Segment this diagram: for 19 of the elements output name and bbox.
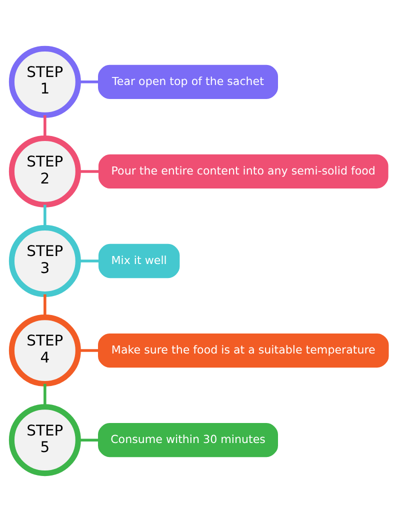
node-circle: STEP 4 xyxy=(8,314,81,387)
node-box: Consume within 30 minutes xyxy=(98,423,278,458)
node-circle: STEP 1 xyxy=(8,46,81,118)
node-circle: STEP 2 xyxy=(8,135,81,208)
node-box: Pour the entire content into any semi-solid food xyxy=(98,154,388,189)
connector xyxy=(78,260,99,262)
connector xyxy=(44,204,46,228)
node-circle: STEP 5 xyxy=(8,404,81,476)
connector xyxy=(78,170,99,173)
node-circle: STEP 3 xyxy=(8,225,81,297)
connector xyxy=(44,384,46,407)
connector xyxy=(78,438,98,442)
node-box: Mix it well xyxy=(98,244,180,278)
connector xyxy=(44,294,46,318)
connector xyxy=(78,80,98,84)
connector xyxy=(78,349,98,352)
node-box: Tear open top of the sachet xyxy=(98,64,278,99)
connector xyxy=(44,115,46,138)
node-box: Make sure the food is at a suitable temperature xyxy=(98,333,389,368)
